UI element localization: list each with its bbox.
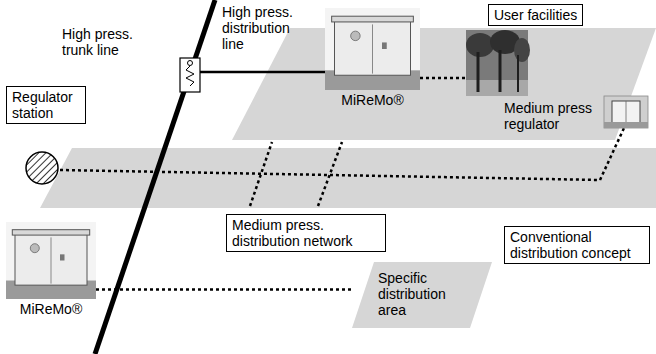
medium-regulator-photo: [604, 96, 648, 128]
annotation-label: High press. distribution line: [222, 4, 304, 52]
label-box: Medium press. distribution network: [226, 214, 386, 252]
distribution-area: Specific distribution area: [352, 262, 492, 328]
cabinet-photo: [325, 8, 420, 90]
service-line: [420, 77, 466, 80]
annotation-label: High press. trunk line: [62, 26, 142, 58]
unit-caption: MiReMo®: [325, 92, 420, 108]
unit-caption: MiReMo®: [6, 301, 96, 317]
miremo-unit: MiReMo®: [325, 8, 420, 108]
upper-area-plane: [232, 28, 656, 140]
node-text: Medium press. distribution network: [232, 217, 380, 249]
network-band: [40, 148, 656, 208]
regulator-symbol: [180, 58, 200, 92]
node-text: Regulator station: [12, 89, 80, 121]
regulator-station-symbol: [26, 152, 58, 184]
label-box: Regulator station: [6, 86, 86, 124]
user-facilities-photo: [466, 30, 530, 96]
miremo-unit: MiReMo®: [6, 222, 96, 317]
service-line: [96, 288, 352, 291]
medium-pressure-line: [600, 128, 624, 180]
annotation-label: Medium press regulator: [504, 100, 600, 132]
label-box: Conventional distribution concept: [504, 226, 650, 264]
node-text: Conventional distribution concept: [510, 229, 644, 261]
distribution-line: [200, 71, 325, 74]
node-text: Specific distribution area: [352, 262, 462, 318]
node-text: User facilities: [494, 7, 577, 23]
cabinet-photo: [6, 222, 96, 299]
label-box: User facilities: [488, 4, 583, 26]
medium-pressure-line: [250, 142, 272, 206]
medium-pressure-line: [318, 142, 342, 206]
